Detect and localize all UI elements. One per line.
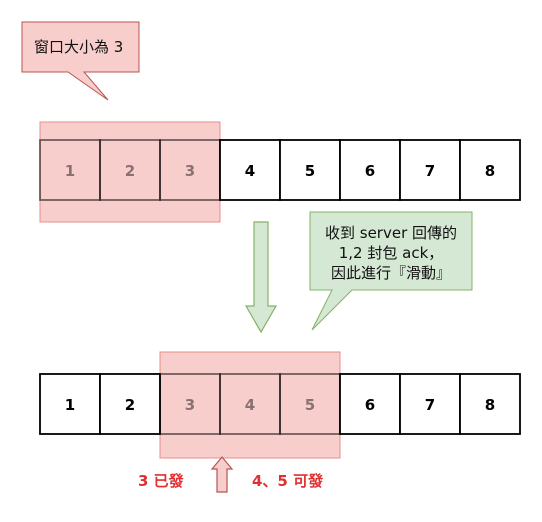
row_bottom-packet-label: 1	[65, 396, 75, 414]
row_top-packet-label: 8	[485, 162, 495, 180]
row_top-packet-label: 5	[305, 162, 315, 180]
row_bottom-packet-cell	[459, 373, 521, 435]
row_top-packet-label: 3	[185, 162, 195, 180]
row_bottom-packet-label: 3	[185, 396, 195, 414]
callout-right-line-1: 收到 server 回傳的	[324, 224, 458, 242]
row_top-packet-label: 6	[365, 162, 375, 180]
callout-top-bubble	[21, 21, 140, 101]
bottom-packet-row: 1 2 3 4 5 6 7 8	[39, 351, 521, 459]
row_top-packet-cell	[279, 139, 341, 201]
row_top-packet-label: 7	[425, 162, 435, 180]
row_top-packet-label: 1	[65, 162, 75, 180]
row_top-packet-cell	[339, 139, 401, 201]
callout-right-text: 收到 server 回傳的 1,2 封包 ack， 因此進行『滑動』	[310, 223, 472, 283]
row_top-packet-label: 2	[125, 162, 135, 180]
down-arrow	[244, 221, 278, 334]
status-can-send-label: 4、5 可發	[252, 472, 324, 490]
row_bottom-packet-label: 4	[245, 396, 255, 414]
row_top-packet-cell	[219, 139, 281, 201]
top-packet-row: 1 2 3 4 5 6 7 8	[39, 121, 521, 223]
callout-top-text: 窗口大小為 3	[34, 38, 124, 56]
row_bottom-packet-label: 5	[305, 396, 315, 414]
row_bottom-packet-label: 8	[485, 396, 495, 414]
status-sent-label: 3 已發	[138, 472, 184, 490]
callout-right-line-3: 因此進行『滑動』	[330, 264, 451, 282]
row_bottom-packet-label: 2	[125, 396, 135, 414]
row_bottom-packet-label: 6	[365, 396, 375, 414]
up-arrow	[210, 456, 234, 493]
row_bottom-packet-label: 7	[425, 396, 435, 414]
row_top-packet-label: 4	[245, 162, 255, 180]
callout-right-line-2: 1,2 封包 ack，	[338, 244, 444, 262]
row_top-packet-cell	[459, 139, 521, 201]
row_bottom-window-highlight	[159, 351, 341, 459]
callout-right-bubble	[309, 211, 473, 331]
